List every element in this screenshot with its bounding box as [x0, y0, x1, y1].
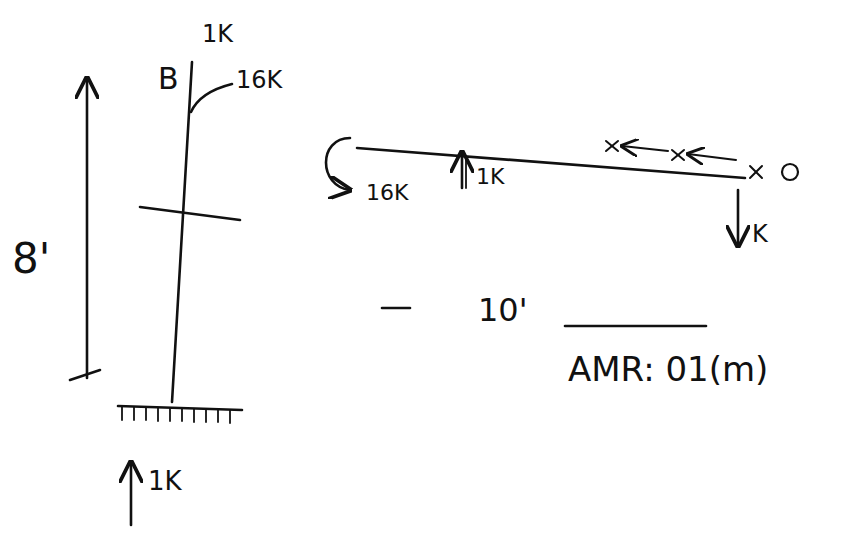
reaction-arrow	[130, 462, 133, 525]
leader-line	[191, 84, 232, 112]
dimension-line	[565, 325, 706, 328]
beam	[357, 148, 745, 178]
direction-arrow	[622, 146, 668, 151]
dimension: 8'	[12, 238, 50, 280]
section-tick	[140, 207, 240, 220]
fixed-support	[118, 406, 242, 410]
point-mark	[782, 164, 798, 180]
load-value: 16K	[236, 68, 282, 92]
load-value: 1K	[476, 166, 504, 188]
load-value: 16K	[366, 182, 408, 204]
load-value: K	[752, 222, 768, 246]
column	[172, 62, 192, 402]
force-arrow	[465, 156, 467, 188]
note: AMR: 01(m)	[568, 352, 768, 386]
dimension: 10'	[478, 294, 528, 326]
dimension-line	[382, 307, 410, 310]
support-hatching	[122, 407, 230, 423]
point-name: B	[158, 64, 179, 94]
load-value: 1K	[202, 22, 233, 46]
cross-mark	[606, 141, 762, 178]
load-value: 1K	[148, 468, 182, 494]
moment-arrow	[326, 138, 350, 190]
direction-arrow	[688, 154, 736, 160]
dimension-tick	[70, 370, 100, 380]
dimension-line	[86, 78, 89, 378]
force-arrow	[461, 152, 464, 188]
force-arrow	[737, 190, 740, 246]
